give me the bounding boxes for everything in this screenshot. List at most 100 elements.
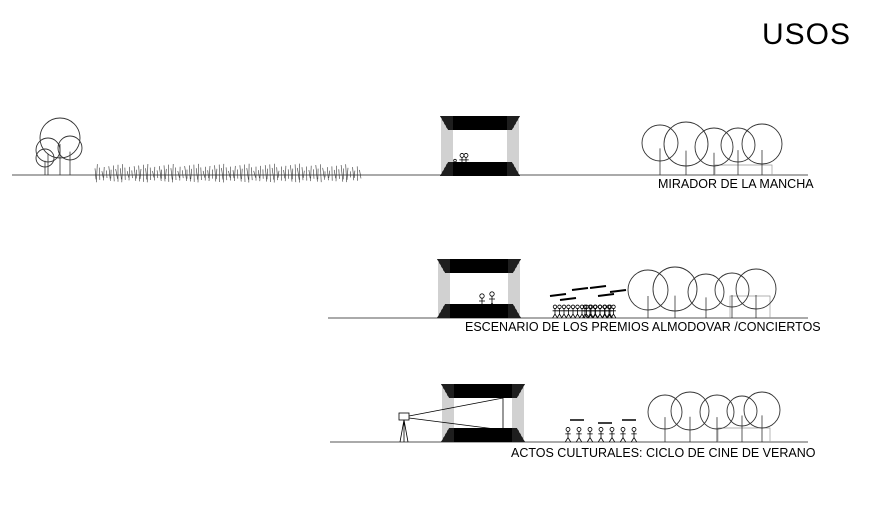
grass-blade bbox=[152, 171, 155, 178]
grass-blade bbox=[283, 170, 286, 179]
person-figure bbox=[478, 293, 486, 311]
grass-blade bbox=[234, 165, 236, 182]
person-body bbox=[561, 308, 567, 319]
person-figure bbox=[488, 291, 496, 309]
tree bbox=[735, 268, 777, 318]
grass-blade bbox=[108, 166, 111, 181]
person-head bbox=[566, 304, 571, 309]
person-figure bbox=[582, 304, 588, 319]
grass-blade bbox=[225, 167, 228, 181]
person-figure bbox=[556, 304, 563, 319]
person-body bbox=[462, 157, 470, 169]
person-head bbox=[552, 304, 558, 309]
person-body bbox=[587, 308, 593, 319]
grass-blade bbox=[131, 170, 133, 179]
pavilion-floor bbox=[437, 304, 521, 318]
person-figure bbox=[452, 158, 458, 170]
projector-body bbox=[398, 412, 410, 421]
crowd-caption bbox=[597, 293, 615, 297]
grass-blade bbox=[215, 168, 218, 180]
person-figure bbox=[565, 304, 572, 319]
person-body bbox=[588, 308, 594, 319]
grass-blade bbox=[228, 170, 231, 178]
person-head bbox=[557, 304, 562, 309]
person-body bbox=[619, 431, 627, 443]
person-head bbox=[576, 427, 582, 432]
grass-blade bbox=[258, 170, 260, 179]
person-body bbox=[575, 431, 583, 443]
person-body bbox=[607, 308, 613, 319]
grass-blade bbox=[96, 164, 98, 183]
person-body bbox=[565, 308, 572, 319]
person-figure bbox=[570, 304, 576, 319]
pavilion bbox=[440, 116, 520, 176]
grass-blade bbox=[138, 165, 140, 182]
grass-blade bbox=[175, 167, 177, 181]
grass-blade bbox=[327, 167, 329, 181]
projection-beam bbox=[408, 397, 504, 431]
person-head bbox=[570, 304, 576, 309]
grass-blade bbox=[313, 169, 315, 179]
person-figure bbox=[552, 304, 558, 319]
grass-blade bbox=[246, 167, 249, 180]
projector bbox=[398, 397, 504, 443]
grass-blade bbox=[271, 167, 275, 180]
grass-blade bbox=[310, 165, 312, 182]
person-body bbox=[608, 431, 616, 443]
person-head bbox=[561, 304, 567, 309]
crowd-caption bbox=[609, 289, 627, 293]
person-head bbox=[597, 304, 603, 309]
person-body bbox=[606, 308, 612, 319]
grass-blade bbox=[182, 170, 184, 179]
person-figure bbox=[597, 304, 603, 319]
grass-blade bbox=[170, 168, 173, 180]
tree bbox=[35, 148, 55, 175]
person-head bbox=[459, 153, 465, 158]
tree bbox=[39, 117, 81, 175]
grass-blade bbox=[266, 168, 268, 180]
grass-blade bbox=[328, 170, 330, 178]
person-head bbox=[479, 293, 485, 299]
grass-blade bbox=[189, 165, 191, 182]
grass-blade bbox=[340, 164, 344, 182]
tree bbox=[694, 127, 734, 175]
grass-blade bbox=[94, 168, 97, 180]
grass-blade bbox=[163, 165, 166, 182]
person-figure bbox=[608, 427, 616, 443]
person-figure bbox=[587, 304, 593, 319]
tree bbox=[57, 135, 83, 175]
grass-blade bbox=[244, 164, 246, 183]
person-body bbox=[630, 431, 638, 443]
person-body bbox=[602, 308, 608, 319]
person-head bbox=[463, 153, 469, 158]
person-body bbox=[597, 308, 603, 319]
grass-blade bbox=[207, 170, 209, 179]
grass-blade bbox=[315, 165, 318, 182]
tree bbox=[720, 127, 756, 175]
grass-blade bbox=[338, 169, 340, 179]
crowd-caption bbox=[589, 285, 607, 289]
tree bbox=[641, 124, 679, 175]
grass-blade bbox=[103, 166, 105, 181]
person-figure bbox=[575, 427, 583, 443]
grass-blade bbox=[253, 170, 256, 178]
grass-blade bbox=[301, 167, 304, 181]
person-figure bbox=[586, 427, 594, 443]
tree bbox=[35, 137, 61, 175]
person-figure bbox=[602, 304, 608, 319]
grass-blade bbox=[146, 164, 149, 183]
grass-blade bbox=[106, 170, 108, 179]
person-figure bbox=[592, 304, 598, 319]
grass-blade bbox=[308, 169, 311, 179]
section-label-cine: ACTOS CULTURALES: CICLO DE CINE DE VERAN… bbox=[511, 446, 816, 460]
person-body bbox=[597, 431, 605, 443]
page-title: USOS bbox=[762, 18, 852, 51]
grass-blade bbox=[195, 168, 198, 180]
tree bbox=[741, 123, 783, 175]
person-head bbox=[609, 427, 615, 432]
person-head bbox=[565, 427, 571, 432]
grass-blade bbox=[345, 164, 347, 183]
grass-blade bbox=[269, 164, 271, 183]
tree bbox=[670, 391, 710, 442]
grass-field bbox=[94, 163, 362, 183]
